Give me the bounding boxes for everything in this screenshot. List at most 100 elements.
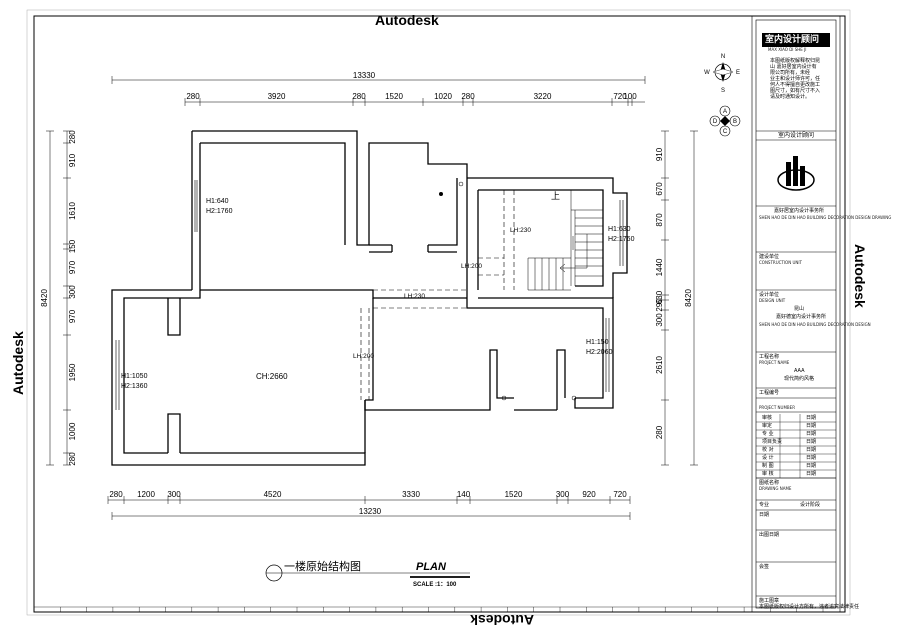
marker-b: B [733,119,737,125]
compass-w: W [704,70,710,76]
plan-details [439,181,577,401]
wall-lower-west-south [111,289,366,466]
role-name: 制 图 [762,463,774,469]
window-label-h1: H1:640 [206,198,229,205]
dim-right-segment: 290 [655,298,664,312]
sheet-border [33,15,846,613]
floor-plan-walls [111,130,628,466]
dim-left-segment: 910 [68,153,77,167]
design-company: 嘉好德室内设计事务所 [776,314,827,320]
room-labels: H1:640 H2:1760 H1:1050 H2:1360 H1:630 H2… [121,191,635,390]
dim-bottom-segment: 300 [556,490,570,499]
watermark-top: Autodesk [375,12,439,28]
dim-right-segment: 670 [655,182,664,196]
stair-up-label: 上 [551,191,560,201]
wall-upper-inner [200,142,346,245]
wall-stair-north-east [467,177,628,298]
dim-bottom-segment: 920 [582,490,596,499]
notice-line: 本图纸版权解释权归昆 [770,58,821,64]
watermark-left: Autodesk [10,331,26,395]
dim-bottom-segment: 300 [167,490,181,499]
dim-left-segment: 1950 [68,363,77,381]
wall-stair-inner [478,189,604,287]
notice-line: 请及时通知设计。 [770,94,811,100]
company-logo [777,156,815,191]
beam-label: LH:200 [461,263,482,270]
brand-subtitle: MAX XIAO DI SHE JI [768,47,807,52]
dim-right-segment: 300 [655,313,664,327]
dim-right-segment: 1440 [655,258,664,276]
role-name: 审定 [762,423,773,429]
drawing-name-label: 图纸名称 [759,480,780,486]
role-name: 项目负责 [762,439,783,445]
notice-line: 何人不得擅自更改施工 [770,82,821,88]
window-label-h2: H2:1360 [121,383,148,390]
dim-left-segment: 970 [68,309,77,323]
window-label-h1: H1:150 [586,339,609,346]
dim-bottom-segment: 1200 [137,490,155,499]
stair-landing [570,190,603,211]
dim-bottom-segment: 3330 [402,490,420,499]
pipe-point [458,181,464,187]
brand-title: 室内设计顾问 [765,35,820,45]
dim-top-segment: 280 [186,92,200,101]
project-no-en: PROJECT NUMBER [759,405,795,410]
dim-top-segment: 280 [461,92,475,101]
dim-left-segment: 280 [68,130,77,144]
dim-bottom-segment: 720 [613,490,627,499]
project-value: AAA [794,368,805,374]
watermark-bottom: Autodesk [470,612,534,628]
dim-left-total: 8420 [40,289,49,307]
company-line: 嘉好居室内设计事务所 [774,208,825,214]
compass-e: E [736,70,740,76]
dim-left-segment: 970 [68,260,77,274]
wall-mid-column [365,298,374,401]
stair-arrow-head [559,263,566,273]
window-label-h1: H1:1050 [121,373,148,380]
marker-c: C [723,129,728,135]
pipe-point-3 [571,395,577,401]
marker-d: D [713,119,718,125]
window-label-h2: H2:1760 [206,208,233,215]
sheet-value: 设计阶段 [800,502,821,508]
dim-left-segment: 1000 [68,422,77,440]
bottom-note: 本图纸版权归设计方所有，违者追究法律责任 [759,604,860,610]
dim-top-segment: 720 [613,92,627,101]
wall-upper-north [192,130,468,246]
role-name: 审核 [762,415,773,421]
design-unit-en: DESIGN UNIT [759,298,786,303]
role-date: 日期 [806,439,817,445]
window-label-h2: H2:1760 [608,236,635,243]
logo-tower [800,166,805,186]
dim-left-segment: 300 [68,285,77,299]
project-style: 现代简约风格 [784,376,815,382]
beam-label: LH:200 [353,353,374,360]
wall-lower-inner [123,290,201,454]
notice-line: 限公司所有，未经 [770,70,811,76]
role-date: 日期 [806,455,817,461]
marker-center-icon [720,116,730,126]
dim-right-segment: 910 [655,147,664,161]
dim-top-segment: 3220 [534,92,552,101]
compass-cross-icon [712,68,734,76]
dim-top-segment: 3920 [268,92,286,101]
beam-label: LH:230 [510,227,531,234]
notice-line: 业主和设计师许可，任 [770,76,821,82]
dim-bottom-segment: 4520 [264,490,282,499]
role-name: 设 计 [762,455,774,461]
drawing-title: 一楼原始结构图 PLAN SCALE :1：100 [265,559,470,588]
compass-s: S [721,88,725,94]
role-date: 日期 [806,471,817,477]
logo-tower [793,156,798,186]
dim-bottom-segment: 280 [109,490,123,499]
role-name: 校 对 [762,447,774,453]
wall-column-left [167,413,181,453]
dim-top-total: 13330 [353,71,376,80]
role-date: 日期 [806,447,817,453]
dim-right-segment: 870 [655,213,664,227]
wall-right-corner [574,398,585,409]
role-date: 日期 [806,423,817,429]
dim-right-segment: 630 [655,290,664,304]
